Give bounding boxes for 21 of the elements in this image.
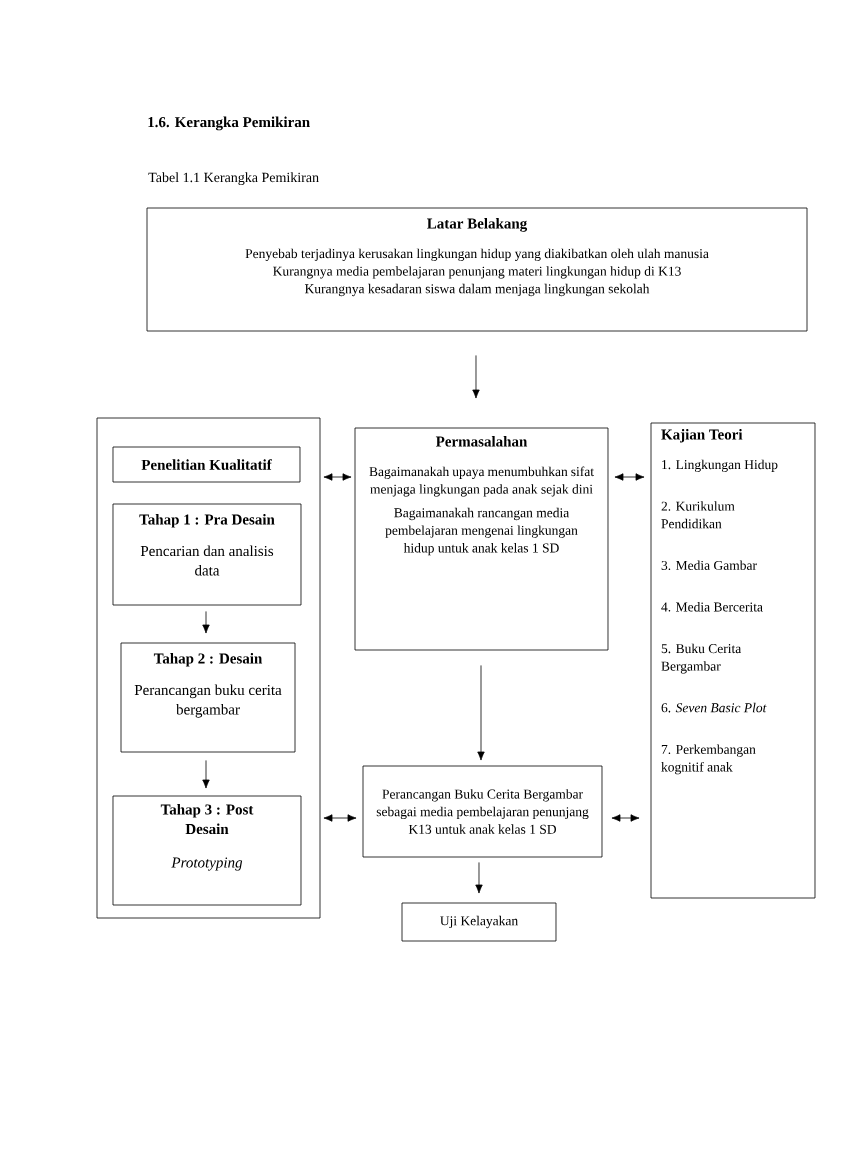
method-box: Penelitian Kualitatif	[112, 446, 301, 483]
arrow	[477, 665, 485, 761]
arrow	[614, 473, 645, 481]
problem-box: Permasalahan Bagaimanakah upaya menumbuhkan sifat menjaga lingkungan pada anak sejak dini Bagaimanakah rancangan media pembelajaran mengenai lingkungan hidup untuk anak kelas 1 SD	[354, 427, 609, 651]
table-caption: Tabel 1.1 Kerangka Pemikiran	[148, 172, 319, 186]
arrow	[323, 814, 357, 822]
arrow	[323, 473, 352, 481]
stage-box: Tahap 3 : Post Desain Prototyping	[112, 795, 302, 906]
arrow	[475, 862, 483, 894]
arrow	[611, 814, 640, 822]
stage-box: Tahap 2 : Desain Perancangan buku cerita bergambar	[120, 642, 296, 753]
section-heading: 1.6. Kerangka Pemikiran	[148, 116, 310, 131]
theory-box: Kajian Teori 1. Lingkungan Hidup 2. Kurikulum Pendidikan 3. Media Gambar 4. Media Bercerita 5. Buku Cerita Bergambar 6. Seven Basic Plot 7. Perkembangan kognitif anak	[650, 422, 816, 899]
arrow	[472, 355, 480, 399]
arrow	[202, 611, 210, 634]
frame-box	[96, 417, 321, 919]
arrow	[202, 760, 210, 789]
background-box: Latar Belakang Penyebab terjadinya kerusakan lingkungan hidup yang diakibatkan oleh ulah manusia Kurangnya media pembelajaran penunjang materi lingkungan hidup di K13 Kurangnya kesadaran siswa dalam menjaga lingkungan sekolah	[146, 207, 808, 332]
design-box: Perancangan Buku Cerita Bergambar sebagai media pembelajaran penunjang K13 untuk anak kelas 1 SD	[362, 765, 603, 858]
stage-box: Tahap 1 : Pra Desain Pencarian dan analisis data	[112, 503, 302, 606]
test-box: Uji Kelayakan	[401, 902, 557, 942]
